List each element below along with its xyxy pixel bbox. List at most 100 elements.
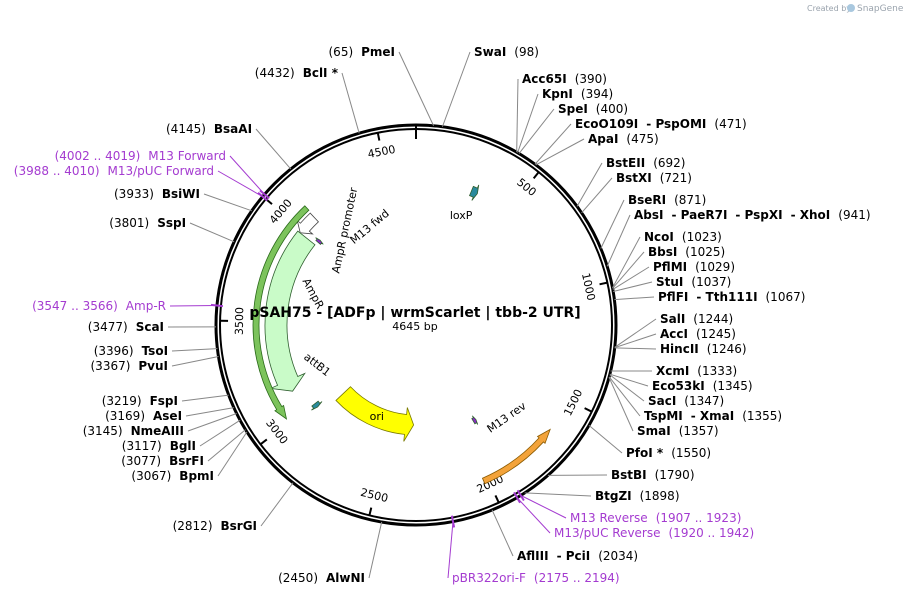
- feature-attb1: attB1: [301, 350, 333, 411]
- site-leader-line: [581, 177, 613, 214]
- site-leader-line: [609, 373, 649, 387]
- site-position: (1345): [713, 379, 753, 393]
- plasmid-name: pSAH75 - [ADFp | wrmScarlet | tbb-2 UTR]: [249, 305, 580, 321]
- site-leader-line: [398, 51, 435, 126]
- tick-mark: [494, 494, 500, 504]
- site-label: BseRI(871): [628, 193, 706, 207]
- site-leader-line: [441, 51, 471, 127]
- site-position: (3367): [91, 359, 131, 373]
- site-name: SwaI: [474, 45, 506, 59]
- tick-mark: [599, 281, 608, 286]
- site-label: BstBI(1790): [611, 468, 695, 482]
- site-label: (3219)FspI: [102, 394, 178, 408]
- site-name: BseRI: [628, 193, 666, 207]
- site-label: EcoO109I- PspOMI(471): [575, 117, 747, 131]
- site-name: pBR322ori-F: [452, 571, 526, 585]
- site-leader-line: [169, 304, 217, 307]
- site-leader-line: [535, 138, 585, 166]
- credit-brand: SnapGene: [857, 4, 904, 14]
- site-leader-line: [518, 108, 555, 154]
- site-label: (3077)BsrFI: [121, 454, 204, 468]
- tick-mark: [368, 507, 373, 516]
- site-name: BstBI: [611, 468, 647, 482]
- feature-m13-rev: M13 rev: [471, 399, 529, 436]
- site-name: M13 Forward: [148, 149, 226, 163]
- site-leader-line: [613, 281, 653, 293]
- tick-label: 1500: [561, 387, 585, 418]
- site-name: (2175 .. 2194): [534, 571, 620, 585]
- site-label: (2450)AlwNI: [278, 571, 365, 585]
- site-name: XcmI: [656, 364, 689, 378]
- site-name: M13/pUC Reverse: [554, 526, 661, 540]
- site-label: M13 Reverse(1907 .. 1923): [570, 511, 741, 525]
- site-label: PfoI *(1550): [626, 446, 711, 460]
- site-label: AccI(1245): [660, 327, 736, 341]
- site-leader-line: [447, 521, 454, 579]
- site-label: PflMI(1029): [653, 260, 735, 274]
- site-name: (1920 .. 1942): [669, 526, 755, 540]
- site-name: NmeAIII: [131, 424, 184, 438]
- feature-orange-arc: [481, 428, 551, 485]
- site-name: BtgZI: [595, 489, 632, 503]
- site-position: (394): [581, 87, 613, 101]
- site-name: - PspXI: [735, 208, 782, 222]
- feature-loxp-label: loxP: [450, 209, 473, 222]
- site-name: BclI *: [303, 66, 339, 80]
- site-label: KpnI(394): [542, 87, 613, 101]
- site-leader-line: [217, 431, 248, 477]
- snapgene-credit: Created by SnapGene: [807, 4, 904, 14]
- site-position: (2450): [278, 571, 318, 585]
- site-leader-line: [181, 394, 229, 402]
- feature-ori-shape: [335, 386, 415, 442]
- site-position: (98): [514, 45, 539, 59]
- feature-attb1-shape: [311, 400, 323, 411]
- site-label: NcoI(1023): [644, 230, 722, 244]
- site-leaders: [167, 51, 657, 579]
- site-label: SwaI (98): [474, 45, 539, 59]
- site-leader-line: [608, 376, 641, 417]
- site-leader-line: [255, 128, 292, 170]
- tick-mark: [376, 132, 381, 141]
- site-leader-line: [516, 78, 519, 153]
- site-leader-line: [171, 355, 219, 367]
- site-label: BstEII(692): [606, 156, 685, 170]
- site-leader-line: [203, 193, 252, 212]
- site-leader-line: [491, 509, 514, 557]
- tick-mark: [584, 407, 593, 413]
- site-position: (941): [838, 208, 870, 222]
- site-position: (1023): [682, 230, 722, 244]
- site-label: AflIII- PciI(2034): [517, 549, 638, 563]
- site-label: (4002 .. 4019)M13 Forward: [55, 149, 226, 163]
- site-position: (65): [329, 45, 354, 59]
- site-label: PflFI- Tth111I(1067): [658, 290, 805, 304]
- site-name: PfoI *: [626, 446, 664, 460]
- site-name: BstXI: [616, 171, 652, 185]
- site-name: - Tth111I: [696, 290, 757, 304]
- site-leader-line: [171, 348, 218, 352]
- site-leader-line: [217, 170, 263, 198]
- site-name: AccI: [660, 327, 688, 341]
- site-position: (2812): [173, 519, 213, 533]
- site-name: BstEII: [606, 156, 645, 170]
- tick-label: 3000: [263, 417, 290, 447]
- site-position: (1333): [697, 364, 737, 378]
- site-name: Acc65I: [522, 72, 567, 86]
- site-name: PvuI: [138, 359, 168, 373]
- site-name: BglI: [170, 439, 196, 453]
- site-position: (1029): [695, 260, 735, 274]
- site-name: TsoI: [142, 344, 168, 358]
- site-name: FspI: [150, 394, 178, 408]
- site-label: (3988 .. 4010)M13/pUC Forward: [14, 164, 214, 178]
- site-position: (721): [660, 171, 692, 185]
- site-label: (3117)BglI: [122, 439, 196, 453]
- site-leader-line: [614, 318, 657, 348]
- site-name: AflIII: [517, 549, 549, 563]
- site-label: SmaI(1357): [637, 424, 719, 438]
- site-position: (3077): [121, 454, 161, 468]
- site-position: (1244): [693, 312, 733, 326]
- primer-site-mark: [257, 192, 268, 202]
- site-leader-line: [588, 425, 623, 454]
- site-name: BbsI: [648, 245, 677, 259]
- site-leader-line: [517, 93, 539, 153]
